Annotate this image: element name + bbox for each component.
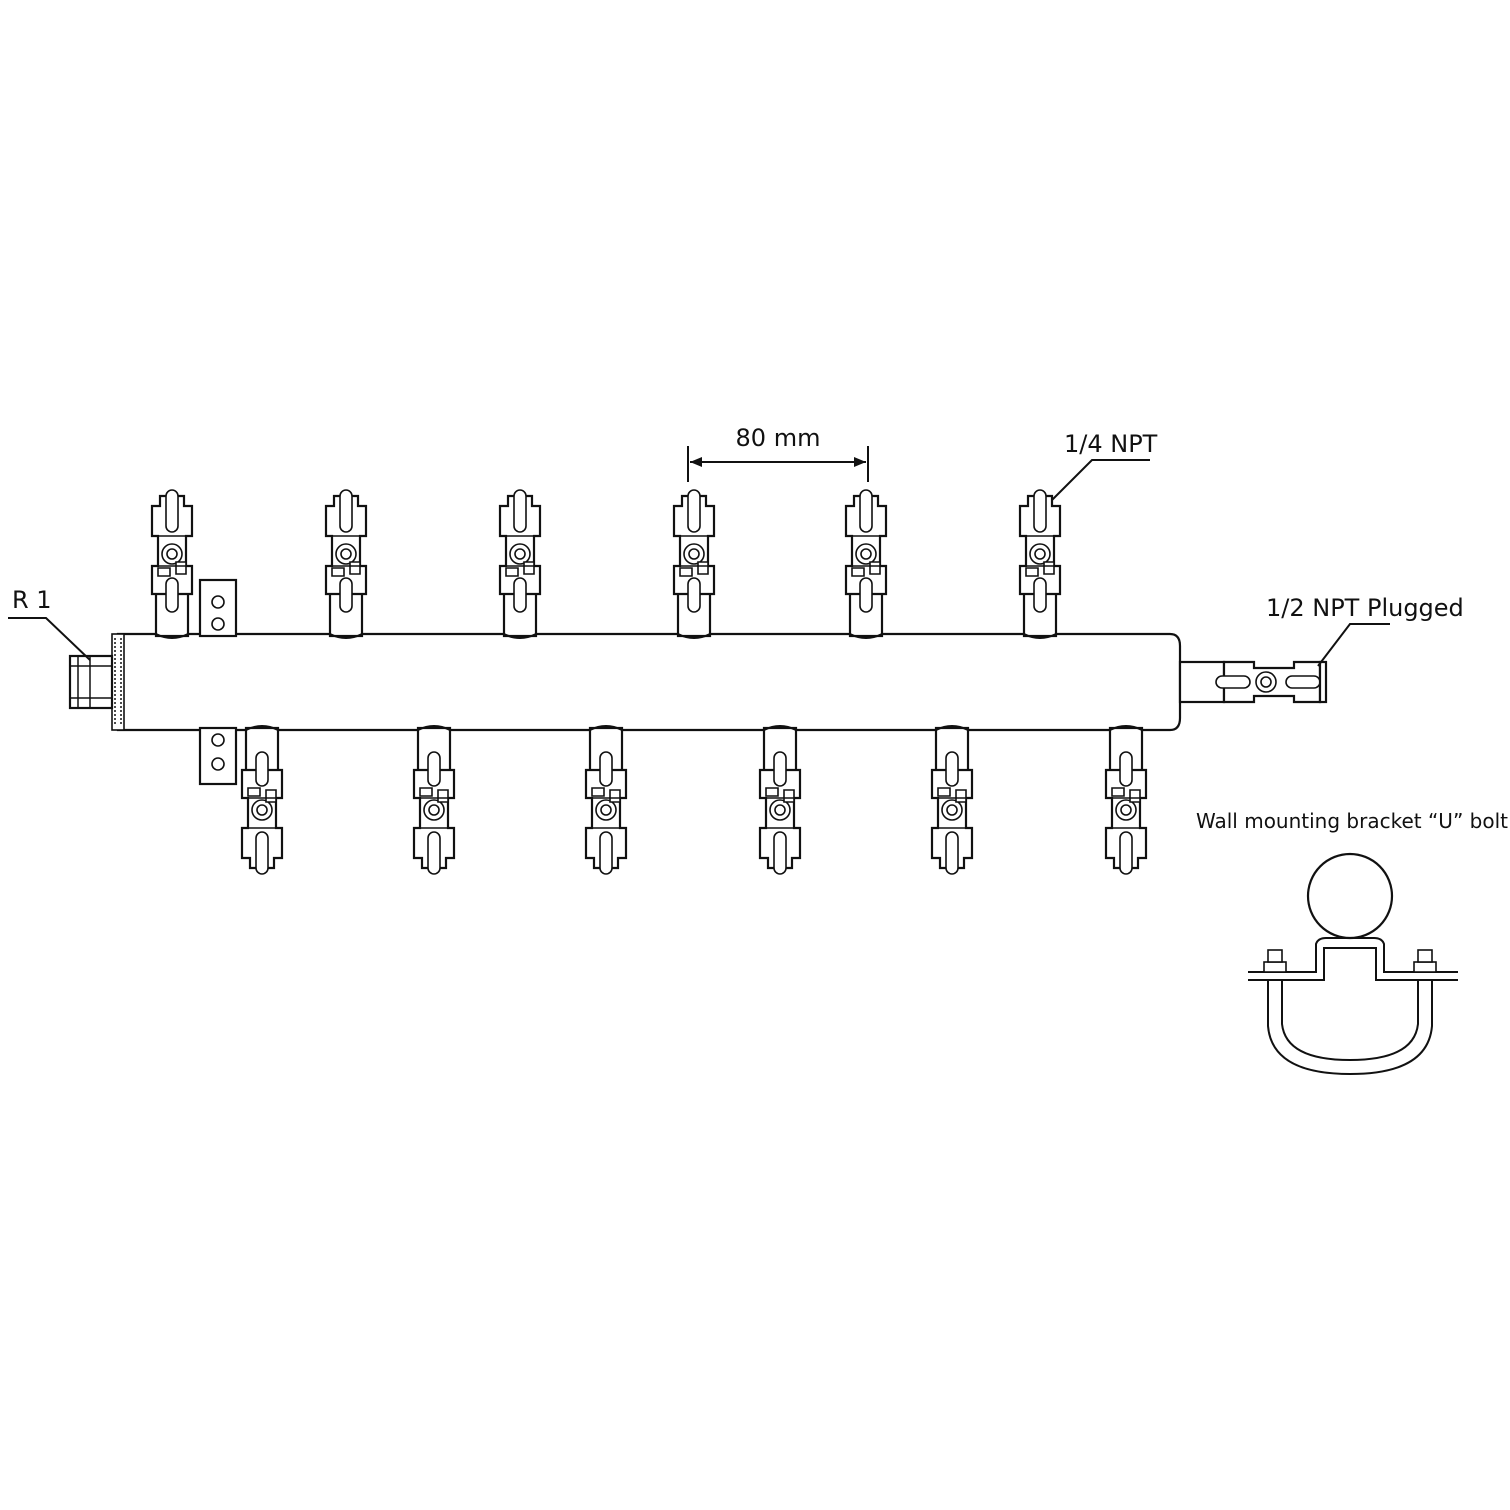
spacing-dimension: 80 mm xyxy=(687,424,869,482)
bottom-mounting-bracket xyxy=(198,726,238,786)
inlet-callout: R 1 xyxy=(8,586,91,661)
bottom-valve-4 xyxy=(758,724,802,876)
spacing-label: 80 mm xyxy=(736,424,821,452)
bottom-valve-2 xyxy=(412,724,456,876)
bracket-detail: Wall mounting bracket “U” bolt xyxy=(1196,809,1508,1076)
bottom-valve-1 xyxy=(240,724,284,876)
bottom-valve-5 xyxy=(930,724,974,876)
end-valve xyxy=(1215,660,1328,704)
end-port-label: 1/2 NPT Plugged xyxy=(1266,594,1464,622)
manifold-body xyxy=(111,632,1182,732)
top-valve-row xyxy=(150,488,1062,640)
top-valve-2 xyxy=(324,488,368,640)
inlet-thread xyxy=(68,654,114,710)
top-valve-1 xyxy=(150,488,194,640)
top-valve-5 xyxy=(844,488,888,640)
top-mounting-bracket xyxy=(198,578,238,638)
top-valve-3 xyxy=(498,488,542,640)
outlet-label: 1/4 NPT xyxy=(1064,430,1158,458)
bottom-valve-3 xyxy=(584,724,628,876)
bottom-valve-6 xyxy=(1104,724,1148,876)
inlet-label: R 1 xyxy=(12,586,52,614)
end-port-callout: 1/2 NPT Plugged xyxy=(1266,594,1464,667)
outlet-callout: 1/4 NPT xyxy=(1051,430,1158,501)
top-valve-4 xyxy=(672,488,716,640)
bracket-label: Wall mounting bracket “U” bolt xyxy=(1196,809,1508,833)
bottom-valve-row xyxy=(240,724,1148,876)
top-valve-6 xyxy=(1018,488,1062,640)
